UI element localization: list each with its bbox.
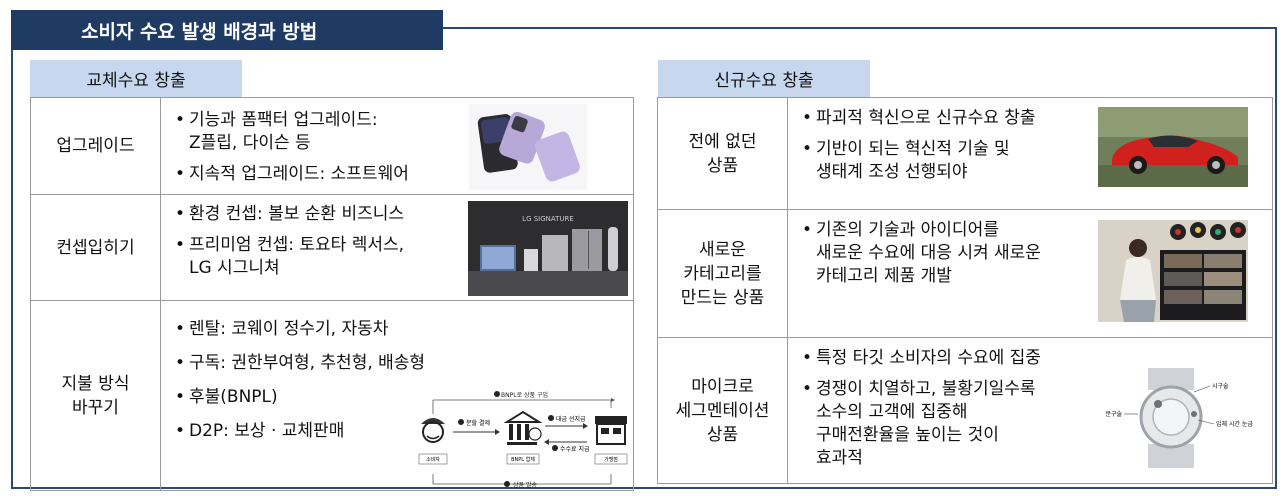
tactile-watch-image: 분구술 시구술 입체 시간 눈금 — [1098, 362, 1258, 472]
list-item: 경쟁이 치열하고, 불황기일수록 소수의 고객에 집중해 구매전환율을 높이는 … — [800, 378, 1272, 470]
tab-replacement-demand: 교체수요 창출 — [30, 60, 242, 97]
content-frame — [11, 27, 1277, 489]
list-item: 렌탈: 코웨이 정수기, 자동차 — [173, 318, 633, 341]
step3-label: 수수료 지급 — [560, 445, 590, 453]
bnpl-diagram: BNPL로 상품 구입 상품 발송 소비자 — [415, 386, 635, 490]
list-item: 기능과 폼팩터 업그레이드: Z플립, 다이슨 등 — [173, 109, 633, 155]
list-item: 특정 타깃 소비자의 수요에 집중 — [800, 347, 1272, 370]
row-content: 렌탈: 코웨이 정수기, 자동차 구독: 권한부여형, 추천형, 배송형 후불(… — [160, 300, 635, 491]
watch-left-label: 분구술 — [1105, 410, 1122, 418]
list-item: 환경 컨셉: 볼보 순환 비즈니스 — [173, 203, 633, 226]
table-row: 마이크로 세그멘테이션 상품 특정 타깃 소비자의 수요에 집중 경쟁이 치열하… — [657, 337, 1273, 484]
row-content: 기능과 폼팩터 업그레이드: Z플립, 다이슨 등 지속적 업그레이드: 소프트… — [160, 97, 634, 195]
table-row: 업그레이드 기능과 폼팩터 업그레이드: Z플립, 다이슨 등 지속적 업그레이… — [30, 97, 634, 195]
tab-label: 교체수요 창출 — [86, 71, 186, 91]
list-item: D2P: 보상 · 교체판매 — [173, 420, 633, 443]
bnpl-bottom-label: 상품 발송 — [513, 481, 537, 489]
store-icon — [594, 416, 628, 465]
row-label: 지불 방식 바꾸기 — [30, 300, 161, 491]
table-row: 지불 방식 바꾸기 렌탈: 코웨이 정수기, 자동차 구독: 권한부여형, 추천… — [30, 300, 635, 491]
page-title-text: 소비자 수요 발생 배경과 방법 — [81, 20, 318, 43]
step2-label: 대금 선지급 — [556, 415, 586, 423]
list-item: 후불(BNPL) — [173, 386, 633, 409]
shoe-care-image — [1098, 220, 1248, 322]
list-item: 파괴적 혁신으로 신규수요 창출 — [800, 107, 1272, 130]
list-item: 프리미엄 컨셉: 토요타 렉서스, LG 시그니쳐 — [173, 234, 633, 280]
row-label: 전에 없던 상품 — [657, 97, 788, 210]
page-title: 소비자 수요 발생 배경과 방법 — [11, 10, 443, 50]
right-table: 전에 없던 상품 파괴적 혁신으로 신규수요 창출 기반이 되는 혁신적 기술 … — [657, 97, 1273, 484]
row-label: 마이크로 세그멘테이션 상품 — [657, 337, 788, 484]
electric-car-image — [1098, 107, 1248, 187]
merchant-label: 가맹점 — [604, 456, 618, 463]
step1-label: 분할 결제 — [466, 419, 490, 427]
list-item: 구독: 권한부여형, 추천형, 배송형 — [173, 352, 633, 375]
list-item: 기반이 되는 혁신적 기술 및 생태계 조성 선행되야 — [800, 138, 1272, 184]
consumer-label: 소비자 — [426, 456, 440, 463]
flip-phone-image — [469, 104, 587, 190]
bnpl-top-label: BNPL로 상품 구입 — [501, 391, 548, 399]
left-table: 업그레이드 기능과 폼팩터 업그레이드: Z플립, 다이슨 등 지속적 업그레이… — [30, 97, 634, 491]
table-row: 컨셉입히기 환경 컨셉: 볼보 순환 비즈니스 프리미엄 컨셉: 토요타 렉서스… — [30, 194, 634, 301]
table-row: 전에 없던 상품 파괴적 혁신으로 신규수요 창출 기반이 되는 혁신적 기술 … — [657, 97, 1273, 210]
table-row: 새로운 카테고리를 만드는 상품 기존의 기술과 아이디어를 새로운 수요에 대… — [657, 209, 1273, 338]
watch-right-label: 입체 시간 눈금 — [1216, 420, 1253, 428]
tab-new-demand: 신규수요 창출 — [658, 60, 870, 97]
bank-icon — [503, 410, 543, 465]
list-item: 지속적 업그레이드: 소프트웨어 — [173, 163, 633, 186]
row-label: 새로운 카테고리를 만드는 상품 — [657, 209, 788, 338]
row-content: 기존의 기술과 아이디어를 새로운 수요에 대응 시켜 새로운 카테고리 제품 … — [787, 209, 1273, 338]
company-label: BNPL 업체 — [511, 456, 535, 463]
lg-signature-image: LG SIGNATURE — [468, 201, 628, 296]
row-label: 업그레이드 — [30, 97, 161, 195]
signature-logo-text: LG SIGNATURE — [522, 215, 574, 223]
consumer-icon — [418, 418, 448, 465]
row-content: 파괴적 혁신으로 신규수요 창출 기반이 되는 혁신적 기술 및 생태계 조성 … — [787, 97, 1273, 210]
list-item: 기존의 기술과 아이디어를 새로운 수요에 대응 시켜 새로운 카테고리 제품 … — [800, 219, 1272, 288]
row-label: 컨셉입히기 — [30, 194, 161, 301]
row-content: 특정 타깃 소비자의 수요에 집중 경쟁이 치열하고, 불황기일수록 소수의 고… — [787, 337, 1273, 484]
tab-label: 신규수요 창출 — [714, 71, 814, 91]
row-content: 환경 컨셉: 볼보 순환 비즈니스 프리미엄 컨셉: 토요타 렉서스, LG 시… — [160, 194, 634, 301]
watch-top-label: 시구술 — [1212, 382, 1229, 390]
